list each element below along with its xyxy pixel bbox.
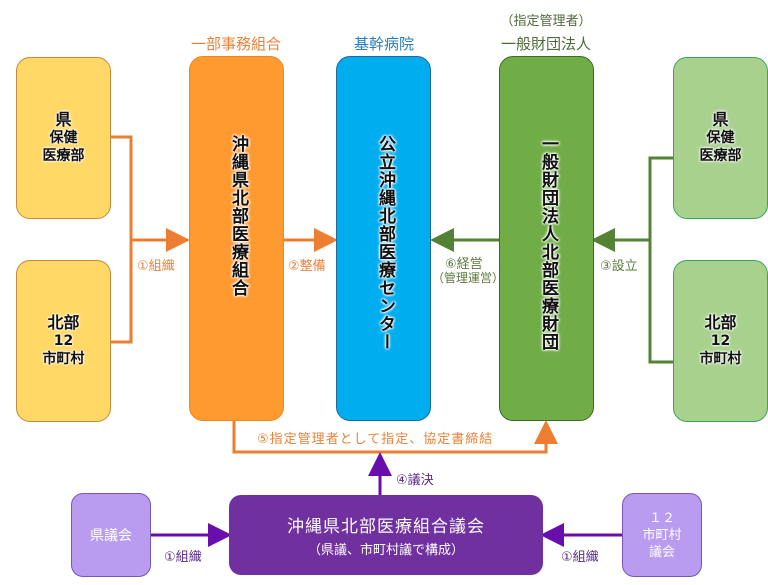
label-operate-sub: （管理運営） [432, 271, 505, 285]
assembly-subtitle: （県議、市町村議で構成） [307, 543, 464, 558]
establish-right-bracket [648, 156, 673, 364]
label-establish: ③設立 [600, 259, 638, 274]
text-line: 保健 [49, 130, 78, 146]
foundation-box: 一般財団法人北部医療財団 [499, 56, 594, 421]
heading-hospital: 基幹病院 [353, 35, 414, 53]
text-line: 県 [712, 110, 729, 129]
hospital-box-text: 公立沖縄北部医療センター [375, 135, 395, 351]
municipal-assembly-text: １２ 市町村 議会 [642, 510, 681, 561]
municipal-assembly-box: １２ 市町村 議会 [622, 493, 702, 577]
label-organize-left: ①組織 [164, 550, 202, 565]
right-box-prefecture: 県 保健 医療部 [673, 57, 768, 219]
label-develop: ②整備 [288, 259, 326, 274]
heading-manager-note: （指定管理者） [500, 14, 592, 29]
text-line: 議会 [648, 544, 675, 560]
text-line: 北部 [704, 313, 737, 332]
label-organize-top: ①組織 [137, 259, 175, 274]
right-box-municipalities: 北部 12 市町村 [673, 260, 768, 422]
heading-foundation: 一般財団法人 [500, 35, 591, 53]
right-box-prefecture-text: 県 保健 医療部 [700, 111, 742, 165]
text-line: 12 [53, 333, 74, 349]
left-box-municipalities-text: 北部 12 市町村 [43, 314, 85, 368]
organize-left-bracket [110, 135, 133, 344]
label-resolve: ④議決 [396, 473, 434, 488]
label-operate: ⑥経営 [445, 257, 483, 272]
text-line: 医療部 [42, 148, 85, 164]
text-line: 市町村 [699, 351, 742, 367]
text-line: 12 [710, 333, 731, 349]
prefectural-assembly-text: 県議会 [90, 528, 132, 544]
assembly-title: 沖縄県北部医療組合議会 [287, 517, 485, 537]
text-line: 保健 [706, 130, 735, 146]
text-line: １２ [648, 510, 675, 526]
text-line: 北部 [47, 313, 80, 332]
hospital-box: 公立沖縄北部医療センター [336, 56, 431, 421]
label-designate: ⑤指定管理者として指定、協定書締結 [257, 432, 494, 447]
assembly-box: 沖縄県北部医療組合議会 （県議、市町村議で構成） [229, 495, 543, 575]
right-box-municipalities-text: 北部 12 市町村 [700, 314, 742, 368]
text-line: 医療部 [699, 148, 742, 164]
foundation-box-text: 一般財団法人北部医療財団 [538, 135, 558, 351]
left-box-prefecture: 県 保健 医療部 [16, 57, 111, 219]
union-box-text: 沖縄県北部医療組合 [228, 135, 248, 297]
union-box: 沖縄県北部医療組合 [189, 56, 284, 421]
heading-union: 一部事務組合 [190, 35, 281, 53]
left-box-prefecture-text: 県 保健 医療部 [43, 111, 85, 165]
left-box-municipalities: 北部 12 市町村 [16, 260, 111, 422]
label-organize-right: ①組織 [561, 550, 599, 565]
prefectural-assembly-box: 県議会 [71, 493, 151, 577]
text-line: 市町村 [42, 351, 85, 367]
text-line: 県 [55, 110, 72, 129]
text-line: 市町村 [642, 527, 682, 543]
